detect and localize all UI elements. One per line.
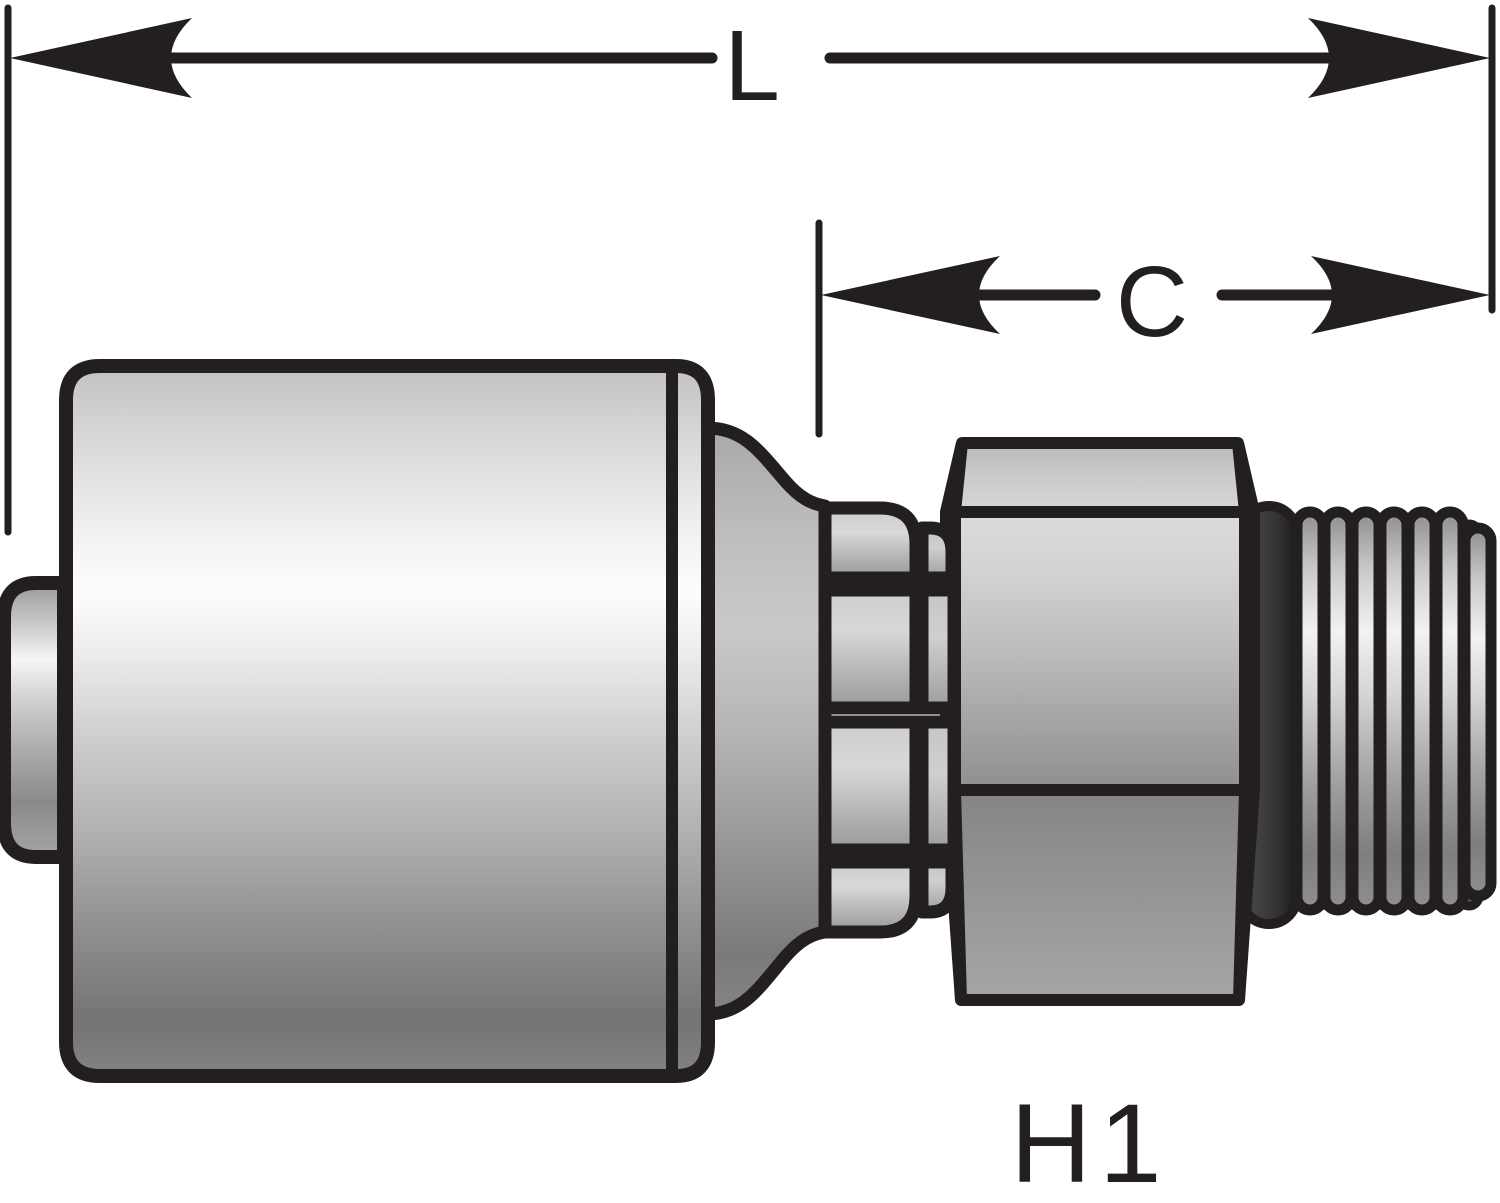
hex-nut-main-face [949,506,1251,796]
collar-cell-outer-bottom [815,855,923,939]
collar-cell-inner-lower-mid [915,715,961,857]
hex-nut-bottom-chamfer [949,784,1251,1006]
hex-nut-top-chamfer [949,437,1251,518]
dimension-cutoff-length: C [815,219,1490,438]
arrowhead-left-c [821,256,1000,334]
dimension-overall-length: L [4,4,1496,536]
taper-shoulder [700,421,832,1021]
dimension-label-c: C [1116,246,1188,358]
hex-nut [940,437,1260,1006]
thread-crest-5 [1403,506,1441,916]
collar-cell-outer-lower-mid [815,715,923,857]
collar-cell-inner-bottom [915,855,959,919]
male-thread-assembly [1278,506,1497,916]
hex-nut-right-bevel [1232,441,1260,1001]
collar-cell-outer-top [815,501,923,585]
thread-crest-6 [1431,506,1469,916]
collar-cell-inner-upper-mid [915,583,961,715]
collar-cell-inner-top [915,521,959,585]
collar-cell-outer-upper-mid [815,583,923,715]
crimp-ferrule-body [59,359,715,1083]
callout-label-h1: H1 [1010,1081,1169,1203]
dimension-label-l: L [724,10,780,122]
fitting-assembly [0,359,1497,1083]
thread-crest-4 [1375,506,1413,916]
arrowhead-right-l [1308,18,1490,98]
thread-crest-3 [1347,506,1385,916]
stepped-collar [815,501,961,939]
thread-crest-7 [1459,522,1497,902]
arrowhead-left-l [10,18,192,98]
thread-crest-2 [1319,506,1357,916]
hose-stub [0,576,71,864]
thread-crests [1291,506,1497,916]
arrowhead-right-c [1311,256,1490,334]
